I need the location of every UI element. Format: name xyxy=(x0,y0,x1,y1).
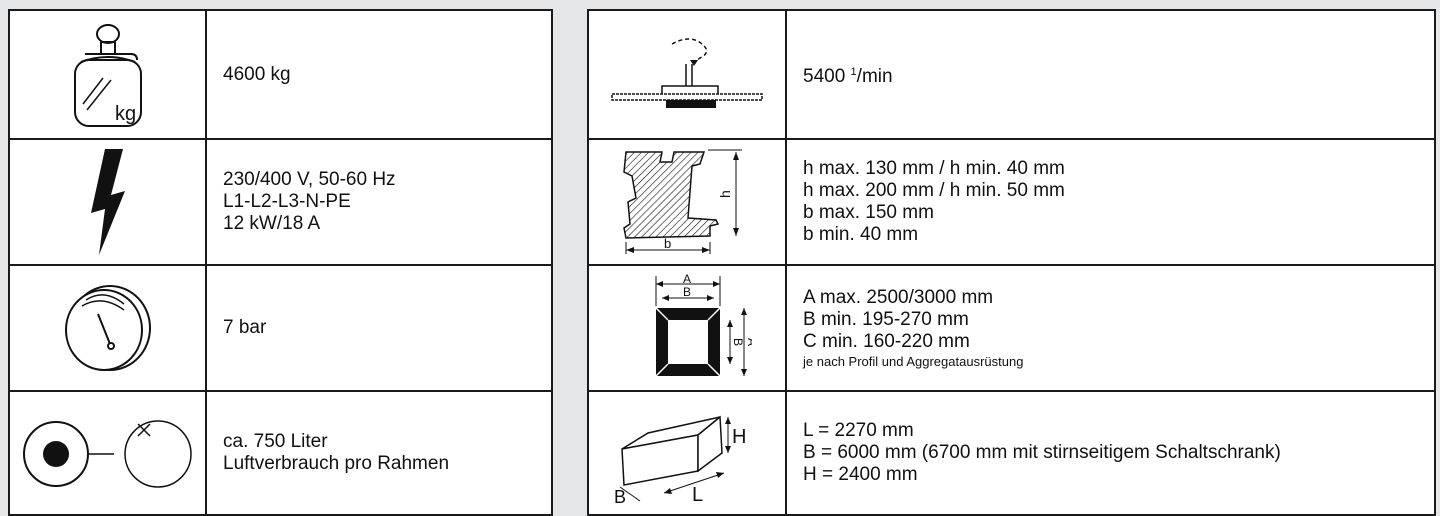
row-dimensions: H L B L = 2270 mm B = 6000 mm (6700 mm m… xyxy=(587,390,1436,516)
box-b-label: B xyxy=(614,487,626,503)
speed-unit: /min xyxy=(856,66,893,87)
box-h-label: H xyxy=(732,426,746,448)
frame-b-label-side: B xyxy=(731,338,745,346)
frame-c-min: C min. 160-220 mm xyxy=(803,330,970,352)
air-consumption-icon xyxy=(22,420,192,488)
weight-icon-kg-label: kg xyxy=(115,103,136,125)
row-air: ca. 750 Liter Luftverbrauch pro Rahmen xyxy=(8,390,553,516)
dimensions-text: L = 2270 mm B = 6000 mm (6700 mm mit sti… xyxy=(785,390,1436,516)
saw-blade-rotation-icon xyxy=(611,37,763,108)
frame-a-label-side: A xyxy=(745,338,752,346)
dimension-length: L = 2270 mm xyxy=(803,420,914,441)
profile-h-range-1: h max. 130 mm / h min. 40 mm xyxy=(803,158,1065,179)
air-description: Luftverbrauch pro Rahmen xyxy=(223,453,450,474)
dimensions-icon-cell: H L B xyxy=(587,390,787,516)
box-l-label: L xyxy=(692,484,703,503)
pressure-icon-cell xyxy=(8,264,207,392)
row-weight: kg 4600 kg xyxy=(8,9,553,140)
row-speed: 5400 1/min xyxy=(587,9,1436,140)
profile-icon-cell: h b xyxy=(587,138,787,266)
power-text: 230/400 V, 50-60 Hz L1-L2-L3-N-PE 12 kW/… xyxy=(205,138,553,266)
frame-text: A max. 2500/3000 mm B min. 195-270 mm C … xyxy=(785,264,1436,392)
row-pressure: 7 bar xyxy=(8,264,553,392)
lightning-icon xyxy=(90,149,125,255)
power-voltage: 230/400 V, 50-60 Hz xyxy=(223,169,396,190)
weight-kg-icon: kg xyxy=(73,23,142,127)
dimension-height: H = 2400 mm xyxy=(803,464,918,485)
profile-b-label: b xyxy=(664,236,671,251)
pressure-value: 7 bar xyxy=(223,317,267,338)
weight-value: 4600 kg xyxy=(223,63,291,85)
profile-h-range-2: h max. 200 mm / h min. 50 mm xyxy=(803,180,1065,201)
power-phases: L1-L2-L3-N-PE xyxy=(223,191,351,212)
speed-icon-cell xyxy=(587,9,787,140)
frame-note: je nach Profil und Aggregatausrüstung xyxy=(803,353,1024,369)
profile-b-max: b max. 150 mm xyxy=(803,202,934,223)
frame-b-label-top: B xyxy=(683,285,691,299)
air-text: ca. 750 Liter Luftverbrauch pro Rahmen xyxy=(205,390,553,516)
weight-icon-cell: kg xyxy=(8,9,207,140)
pressure-text: 7 bar xyxy=(205,264,553,392)
profile-text: h max. 130 mm / h min. 40 mm h max. 200 … xyxy=(785,138,1436,266)
power-rating: 12 kW/18 A xyxy=(223,213,321,234)
dimension-width: B = 6000 mm (6700 mm mit stirnseitigem S… xyxy=(803,442,1281,463)
frame-b-min: B min. 195-270 mm xyxy=(803,308,969,330)
profile-h-label: h xyxy=(717,190,733,198)
frame-a-max: A max. 2500/3000 mm xyxy=(803,286,994,308)
spec-table-left: kg 4600 kg 230/400 V, 50-60 Hz L1-L2-L3-… xyxy=(8,9,553,516)
frame-dimensions-icon: A B B A xyxy=(655,272,752,377)
air-icon-cell xyxy=(8,390,207,516)
air-volume: ca. 750 Liter xyxy=(223,431,328,452)
profile-section-icon: h b xyxy=(623,149,742,254)
row-profile: h b h max. 130 mm / h min. 40 mm h max. … xyxy=(587,138,1436,266)
speed-number: 5400 xyxy=(803,66,851,87)
pressure-gauge-icon xyxy=(64,285,151,371)
row-frame: A B B A A max. 250 xyxy=(587,264,1436,392)
speed-superscript: 1 xyxy=(850,66,857,78)
machine-box-dimensions-icon: H L B xyxy=(614,415,746,503)
speed-value: 5400 1/min xyxy=(803,61,1434,88)
frame-a-label-top: A xyxy=(683,272,691,286)
power-icon-cell xyxy=(8,138,207,266)
row-power: 230/400 V, 50-60 Hz L1-L2-L3-N-PE 12 kW/… xyxy=(8,138,553,266)
weight-text: 4600 kg xyxy=(205,9,553,140)
profile-b-min: b min. 40 mm xyxy=(803,224,919,245)
speed-text: 5400 1/min xyxy=(785,9,1436,140)
spec-table-right: 5400 1/min h b xyxy=(587,9,1436,516)
frame-icon-cell: A B B A xyxy=(587,264,787,392)
